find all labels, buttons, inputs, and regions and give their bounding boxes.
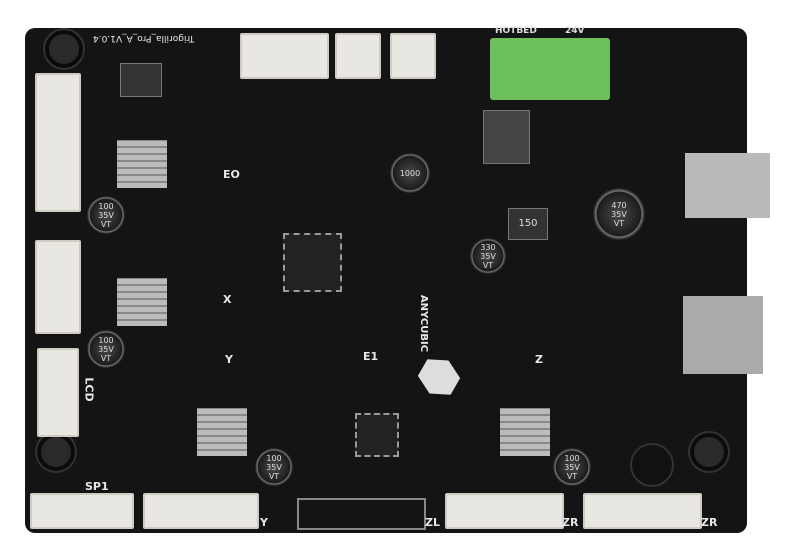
capacitor: 100 35V VT (553, 448, 591, 486)
mounting-hole (690, 433, 728, 471)
connector-top-2[interactable] (335, 33, 381, 79)
stepper-driver-z (500, 408, 550, 456)
capacitor: 100 35V VT (87, 330, 125, 368)
anycubic-logo (413, 351, 465, 403)
capacitor: 330 35V VT (470, 238, 506, 274)
connector-zr-left[interactable] (445, 493, 564, 529)
pcb-board: Trigorilla_Pro_A_V1.0.4 HOTBED 24V SP1 Y… (25, 26, 770, 533)
stepper-driver-x (117, 278, 167, 326)
hotbed-label: HOTBED (495, 26, 537, 36)
connector-top-1[interactable] (240, 33, 329, 79)
capacitor: 470 35V VT (593, 188, 645, 240)
voltage-regulator (483, 110, 530, 164)
board-model: Trigorilla_Pro_A_V1.0.4 (93, 33, 195, 43)
connector-e0[interactable] (35, 73, 81, 212)
mounting-hole (45, 30, 83, 68)
capacitor: 1000 (390, 153, 430, 193)
buzzer (630, 443, 674, 487)
connector-top-3[interactable] (390, 33, 436, 79)
x-label: X (223, 293, 232, 306)
hotbed-power-terminal[interactable] (490, 38, 610, 100)
z-label: Z (535, 353, 543, 366)
connector-zl[interactable] (297, 498, 426, 530)
regulator (120, 63, 162, 97)
zr-right-label: ZR (701, 516, 718, 529)
capacitor: 100 35V VT (255, 448, 293, 486)
stepper-driver-y (197, 408, 247, 456)
lcd-label: LCD (82, 377, 96, 402)
inductor: 150 (508, 208, 548, 240)
24v-label: 24V (565, 26, 585, 36)
connector-sp1[interactable] (30, 493, 134, 529)
e0-label: EO (223, 168, 240, 181)
brand-label: ANYCUBIC (418, 294, 430, 353)
stepper-driver-e0 (117, 140, 167, 188)
connector-lcd[interactable] (37, 348, 79, 437)
connector-y[interactable] (143, 493, 259, 529)
zl-label: ZL (425, 516, 440, 529)
capacitor: 100 35V VT (87, 196, 125, 234)
mounting-hole (37, 433, 75, 471)
usb-port[interactable] (685, 153, 770, 218)
y-bottom-label: Y (260, 516, 268, 529)
y-label: Y (225, 353, 233, 366)
sd-card-slot[interactable] (683, 296, 763, 374)
e1-label: E1 (363, 350, 379, 363)
connector-x[interactable] (35, 240, 81, 334)
mcu-chip (283, 233, 342, 292)
connector-zr-right[interactable] (583, 493, 702, 529)
zr-left-label: ZR (562, 516, 579, 529)
driver-chip-e1 (355, 413, 399, 457)
sp1-label: SP1 (85, 480, 109, 493)
